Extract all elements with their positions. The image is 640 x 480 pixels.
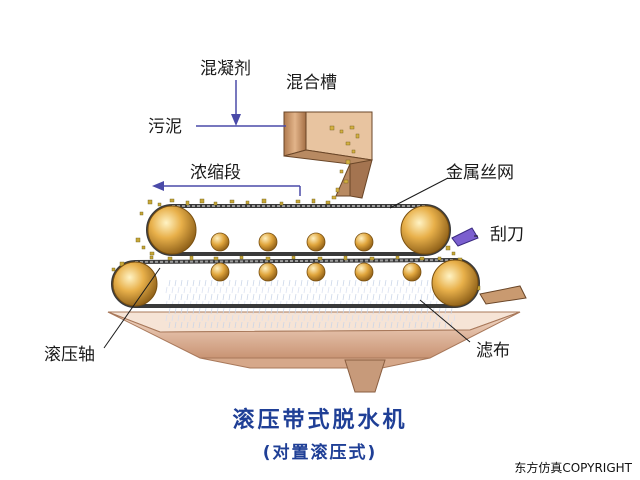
label-scraper: 刮刀 [490,225,524,245]
upper-left-roller [147,205,197,255]
wire-mesh-leader [389,177,449,209]
scraper [451,227,479,247]
upper-right-roller [400,205,450,255]
filter-cloth-leader [419,299,471,343]
sludge-particles [111,198,493,304]
lower-left-roller [112,261,158,307]
label-wire-mesh: 金属丝网 [446,163,514,183]
label-coagulant: 混凝剂 [200,59,251,79]
label-press-roller: 滚压轴 [44,345,95,365]
diagram-title: 滚压带式脱水机 [232,408,408,433]
discharge-chute [479,285,527,305]
label-filter-cloth: 滤布 [476,341,510,361]
mixing-tank [283,111,373,200]
press-rollers-lower [210,262,422,282]
thickening-arrow [152,181,301,196]
label-sludge: 污泥 [148,117,182,137]
diagram-subtitle: (对置滚压式) [262,443,378,463]
coagulant-arrow [231,80,241,126]
label-thickening-section: 浓缩段 [190,163,241,183]
copyright-text: 东方仿真COPYRIGHT [514,461,632,475]
lower-right-roller [431,259,479,307]
press-roller-leader [103,267,161,349]
label-mixing-tank: 混合槽 [286,73,337,93]
press-rollers-upper [210,232,374,252]
